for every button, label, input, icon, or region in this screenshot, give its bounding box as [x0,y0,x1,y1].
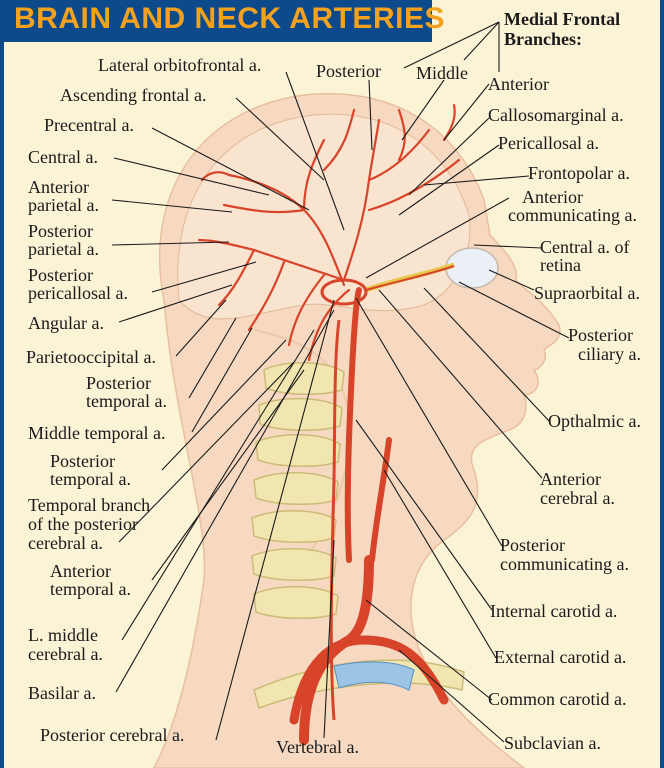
label-l-middle-cerebral-2: cerebral a. [28,645,103,664]
label-anterior-parietal-2: parietal a. [28,196,99,215]
label-basilar: Basilar a. [28,684,96,703]
label-common-carotid: Common carotid a. [488,690,626,709]
eye [446,248,498,288]
label-parietooccipital: Parietooccipital a. [26,348,156,367]
label-temporal-branch-3: cerebral a. [28,534,103,553]
label-central: Central a. [28,148,98,167]
label-internal-carotid: Internal carotid a. [490,602,617,621]
label-anterior: Anterior [488,75,549,94]
label-angular: Angular a. [28,314,104,333]
label-external-carotid: External carotid a. [494,648,626,667]
label-pericallosal: Pericallosal a. [498,134,599,153]
label-anterior-cerebral-2: cerebral a. [540,489,615,508]
label-precentral: Precentral a. [44,116,134,135]
label-posterior-communicating-2: communicating a. [500,555,629,574]
label-posterior-pericallosal-2: pericallosal a. [28,284,128,303]
label-posterior-ciliary-2: ciliary a. [578,345,641,364]
label-opthalmic: Opthalmic a. [548,412,641,431]
diagram-title: BRAIN AND NECK ARTERIES [14,2,445,36]
label-posterior-communicating-1: Posterior [500,536,565,555]
label-l-middle-cerebral-1: L. middle [28,626,98,645]
label-posterior-cerebral: Posterior cerebral a. [40,726,184,745]
label-vertebral: Vertebral a. [276,738,359,757]
label-frontopolar: Frontopolar a. [528,164,630,183]
label-middle: Middle [416,64,468,83]
label-posterior-ciliary-1: Posterior [568,326,633,345]
label-medial-frontal-line1: Medial Frontal [504,10,620,29]
label-posterior-temporal-1b: temporal a. [86,392,167,411]
label-central-retina-2: retina [540,256,581,275]
label-lateral-orbitofrontal: Lateral orbitofrontal a. [98,56,261,75]
label-ascending-frontal: Ascending frontal a. [60,86,206,105]
label-callosomarginal: Callosomarginal a. [488,106,624,125]
label-anterior-communicating-2: communicating a. [508,206,637,225]
label-subclavian: Subclavian a. [504,734,601,753]
label-posterior-parietal-2: parietal a. [28,240,99,259]
label-middle-temporal: Middle temporal a. [28,424,165,443]
label-posterior: Posterior [316,62,381,81]
diagram-frame: BRAIN AND NECK ARTERIES Medial Frontal B… [4,0,660,768]
label-supraorbital: Supraorbital a. [534,284,640,303]
title-bar: BRAIN AND NECK ARTERIES [4,0,432,42]
label-medial-frontal-line2: Branches: [504,30,582,49]
label-anterior-cerebral-1: Anterior [540,470,601,489]
label-anterior-temporal-2: temporal a. [50,580,131,599]
label-posterior-temporal-2b: temporal a. [50,470,131,489]
label-temporal-branch-2: of the posterior [28,515,138,534]
label-temporal-branch-1: Temporal branch [28,496,150,515]
